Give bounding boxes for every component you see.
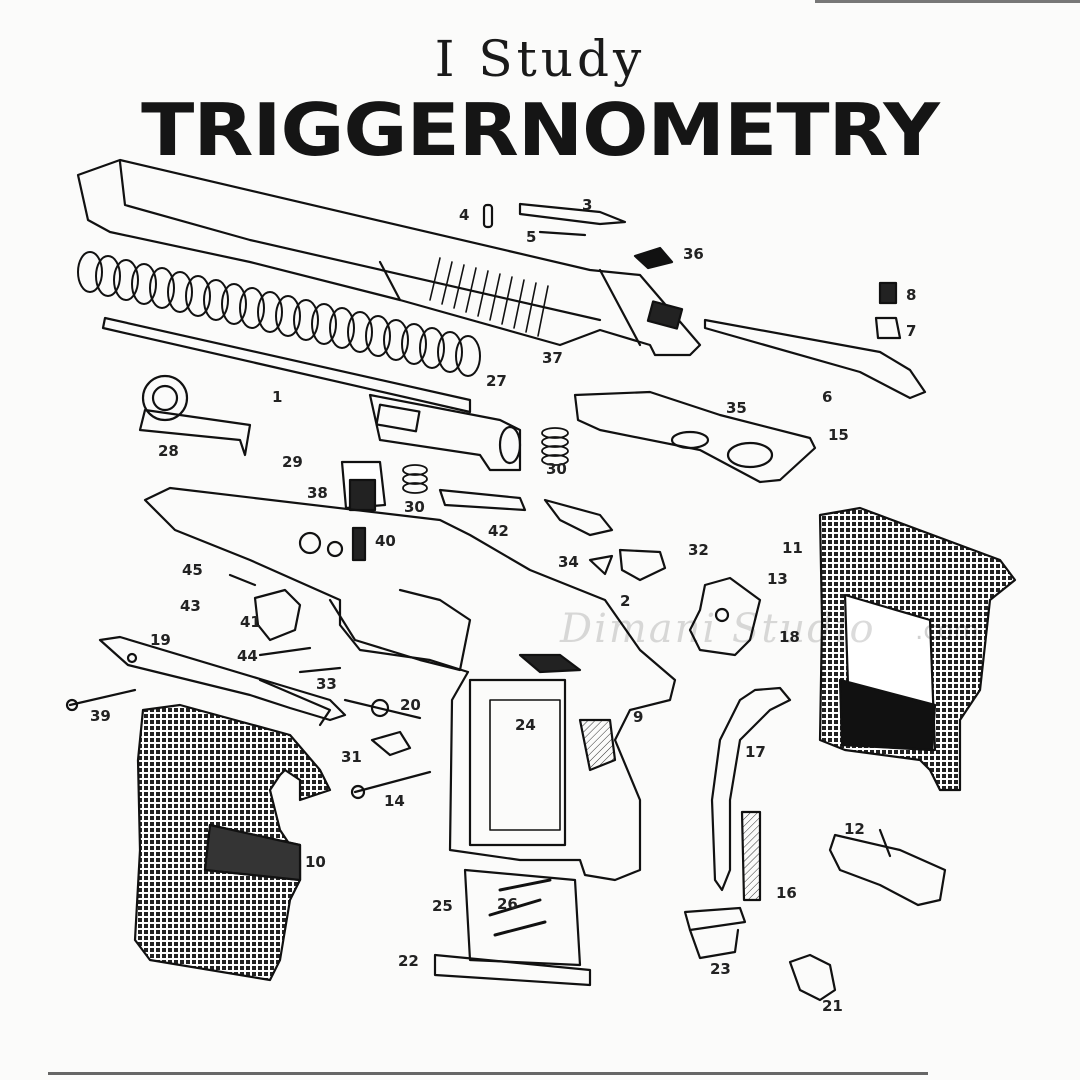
mainspring-housing-part bbox=[710, 686, 792, 902]
part-number-label: 8 bbox=[906, 286, 916, 304]
part-number-label: 11 bbox=[782, 539, 803, 557]
part-number-label: 25 bbox=[432, 897, 453, 915]
part-number-label: 45 bbox=[182, 561, 203, 579]
small-springs bbox=[402, 427, 569, 494]
part-number-label: 6 bbox=[822, 388, 832, 406]
part-number-label: 12 bbox=[844, 820, 865, 838]
part-number-label: 40 bbox=[375, 532, 396, 550]
part-number-label: 4 bbox=[459, 206, 469, 224]
hammer-strut-part bbox=[340, 460, 387, 562]
pins-parts bbox=[65, 688, 432, 800]
part-number-label: 14 bbox=[384, 792, 405, 810]
part-number-label: 27 bbox=[486, 372, 507, 390]
part-number-label: 10 bbox=[305, 853, 326, 871]
title-line-1: I Study bbox=[434, 30, 646, 88]
paper-edge-top bbox=[815, 0, 1080, 3]
part-number-label: 13 bbox=[767, 570, 788, 588]
slide-part bbox=[76, 158, 702, 357]
title-line-2: TRIGGERNOMETRY bbox=[141, 89, 940, 173]
recoil-spring-part bbox=[77, 251, 481, 377]
slide-stop-part bbox=[573, 390, 817, 484]
part-number-label: 38 bbox=[307, 484, 328, 502]
part-number-label: 28 bbox=[158, 442, 179, 460]
part-number-label: 2 bbox=[620, 592, 630, 610]
watermark-suffix: .com bbox=[915, 616, 979, 646]
part-number-label: 9 bbox=[633, 708, 643, 726]
part-number-label: 24 bbox=[515, 716, 536, 734]
part-number-label: 44 bbox=[237, 647, 258, 665]
part-number-label: 33 bbox=[316, 675, 337, 693]
part-number-label: 32 bbox=[688, 541, 709, 559]
part-number-label: 30 bbox=[404, 498, 425, 516]
part-number-label: 30 bbox=[546, 460, 567, 478]
part-number-label: 15 bbox=[828, 426, 849, 444]
watermark-text: Dimani Studio bbox=[560, 606, 876, 652]
part-number-label: 29 bbox=[282, 453, 303, 471]
part-number-label: 22 bbox=[398, 952, 419, 970]
part-number-label: 34 bbox=[558, 553, 579, 571]
part-number-label: 18 bbox=[779, 628, 800, 646]
magazine-catch-parts bbox=[683, 828, 947, 1002]
part-number-label: 23 bbox=[710, 960, 731, 978]
barrel-part bbox=[101, 316, 522, 472]
part-number-label: 35 bbox=[726, 399, 747, 417]
part-number-label: 21 bbox=[822, 997, 843, 1015]
top-small-parts bbox=[482, 202, 927, 400]
part-number-label: 36 bbox=[683, 245, 704, 263]
part-number-label: 19 bbox=[150, 631, 171, 649]
part-number-label: 42 bbox=[488, 522, 509, 540]
part-number-label: 20 bbox=[400, 696, 421, 714]
hammer-part bbox=[438, 488, 762, 657]
magazine-part bbox=[433, 868, 592, 987]
part-number-label: 43 bbox=[180, 597, 201, 615]
trigger-part bbox=[228, 573, 342, 674]
part-number-label: 37 bbox=[542, 349, 563, 367]
part-number-label: 3 bbox=[582, 196, 592, 214]
part-number-label: 1 bbox=[272, 388, 282, 406]
part-number-label: 16 bbox=[776, 884, 797, 902]
paper-edge-bottom bbox=[48, 1072, 928, 1075]
part-number-label: 41 bbox=[240, 613, 261, 631]
part-number-label: 5 bbox=[526, 228, 536, 246]
right-grip-part bbox=[818, 506, 1017, 792]
part-number-label: 17 bbox=[745, 743, 766, 761]
part-number-label: 7 bbox=[906, 322, 916, 340]
part-number-label: 26 bbox=[497, 895, 518, 913]
frame-part bbox=[143, 486, 677, 882]
part-number-label: 39 bbox=[90, 707, 111, 725]
left-grip-part bbox=[133, 703, 332, 982]
part-number-label: 31 bbox=[341, 748, 362, 766]
trigger-bar-part bbox=[98, 635, 347, 727]
bushing-part bbox=[138, 374, 252, 457]
